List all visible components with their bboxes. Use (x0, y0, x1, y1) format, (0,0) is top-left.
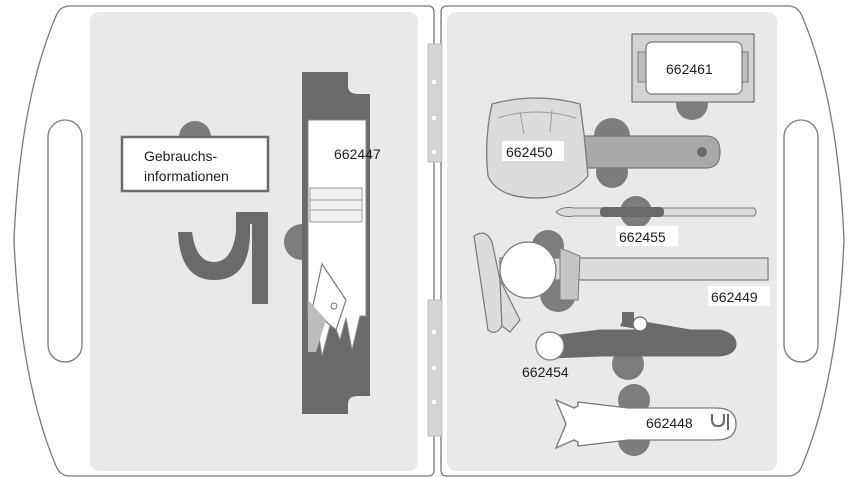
info-card[interactable] (120, 135, 270, 193)
clamp-knob[interactable] (535, 331, 565, 361)
sled-blade (311, 262, 347, 332)
label-662447: 662447 (334, 146, 381, 162)
label-662454: 662454 (522, 364, 569, 380)
hook-tool-icon (178, 212, 268, 304)
label-662450: 662450 (506, 144, 553, 160)
goniometer-handle[interactable] (579, 135, 721, 169)
label-662449: 662449 (711, 289, 758, 305)
right-handle[interactable] (783, 119, 819, 363)
sled-shade (308, 300, 326, 352)
label-662461: 662461 (666, 61, 713, 77)
label-662448: 662448 (646, 415, 693, 431)
hinge-marks (432, 80, 436, 404)
sled-window (309, 187, 363, 223)
label-662449-bg (708, 286, 770, 306)
caliper-wheel[interactable] (499, 241, 557, 299)
key-tool[interactable] (554, 398, 737, 450)
label-662455-bg (616, 226, 678, 246)
info-card-line2: informationen (144, 168, 229, 184)
info-card-line1: Gebrauchs- (144, 148, 217, 164)
key-hook-icon (711, 414, 729, 430)
left-handle[interactable] (47, 119, 83, 363)
label-662455: 662455 (619, 229, 666, 245)
label-662450-bg (502, 141, 564, 161)
